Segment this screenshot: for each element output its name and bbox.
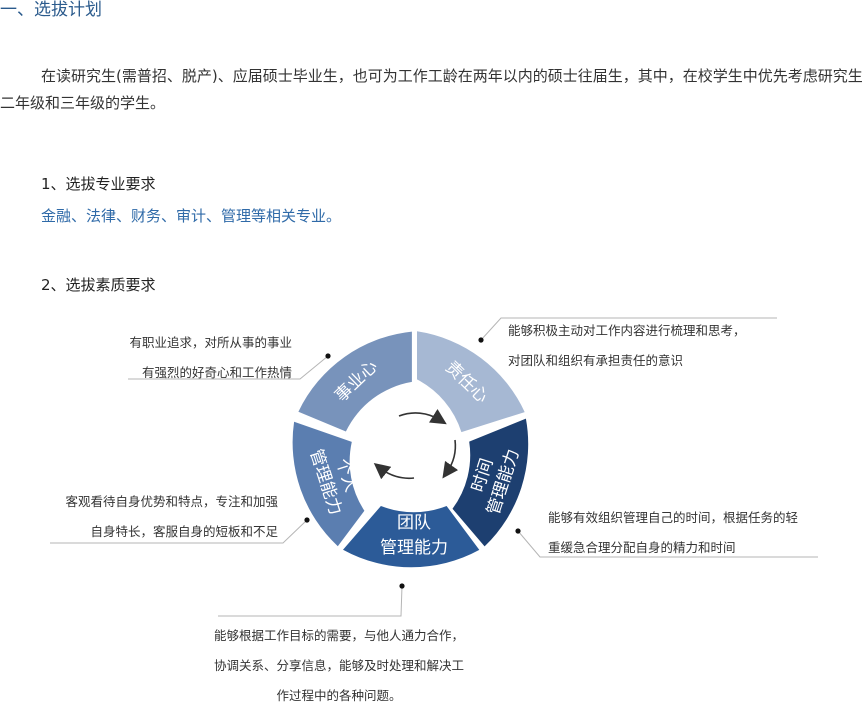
desc-time-management: 能够有效组织管理自己的时间，根据任务的轻 重缓急合理分配自身的精力和时间: [548, 510, 799, 555]
segment-label-team-line2: 管理能力: [380, 538, 448, 558]
cycle-arrows: [373, 408, 459, 480]
section-title: 一、选拔计划: [0, 0, 102, 20]
segment-career: [298, 331, 412, 432]
leader-dots: [304, 337, 521, 589]
segment-label-team-line1: 团队: [397, 513, 431, 533]
segment-personal-management: [292, 421, 365, 547]
segment-time-management: [452, 418, 529, 547]
segment-responsibility: [417, 331, 525, 433]
intro-paragraph: 在读研究生(需普招、脱产)、应届硕士毕业生，也可为工作工龄在两年以内的硕士往届生…: [0, 63, 863, 117]
intro-text: 在读研究生(需普招、脱产)、应届硕士毕业生，也可为工作工龄在两年以内的硕士往届生…: [0, 67, 863, 112]
desc-personal-management: 客观看待自身优势和特点，专注和加强 自身特长，客服自身的短板和不足: [65, 494, 278, 539]
segment-team-management: [343, 506, 480, 568]
desc-career: 有职业追求，对所从事的事业 有强烈的好奇心和工作热情: [129, 335, 292, 380]
desc-responsibility: 能够积极主动对工作内容进行梳理和思考， 对团队和组织有承担责任的意识: [508, 323, 746, 368]
majors-heading: 1、选拔专业要求: [41, 175, 156, 193]
desc-team-management: 能够根据工作目标的需要，与他人通力合作， 协调关系、分享信息，能够及时处理和解决…: [214, 628, 465, 703]
leader-lines: [50, 317, 818, 617]
qualities-heading: 2、选拔素质要求: [41, 276, 156, 294]
majors-text: 金融、法律、财务、审计、管理等相关专业。: [41, 207, 342, 225]
